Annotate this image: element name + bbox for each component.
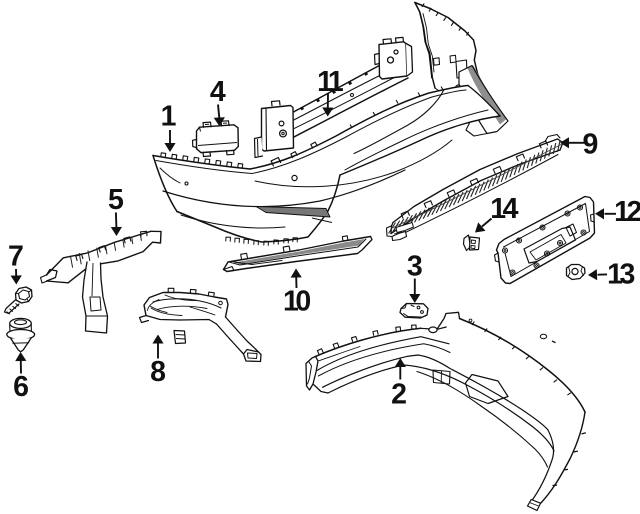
- svg-text:3: 3: [407, 251, 423, 283]
- svg-text:4: 4: [210, 76, 226, 108]
- svg-text:14: 14: [490, 193, 518, 225]
- svg-text:2: 2: [391, 379, 407, 411]
- svg-text:12: 12: [614, 196, 640, 228]
- svg-text:13: 13: [607, 259, 634, 291]
- svg-text:11: 11: [317, 66, 344, 98]
- svg-text:1: 1: [161, 101, 177, 133]
- svg-text:7: 7: [8, 241, 24, 273]
- svg-text:9: 9: [582, 129, 598, 161]
- svg-text:5: 5: [108, 184, 124, 216]
- svg-text:8: 8: [150, 356, 166, 388]
- svg-text:10: 10: [283, 286, 310, 318]
- svg-text:6: 6: [13, 371, 29, 403]
